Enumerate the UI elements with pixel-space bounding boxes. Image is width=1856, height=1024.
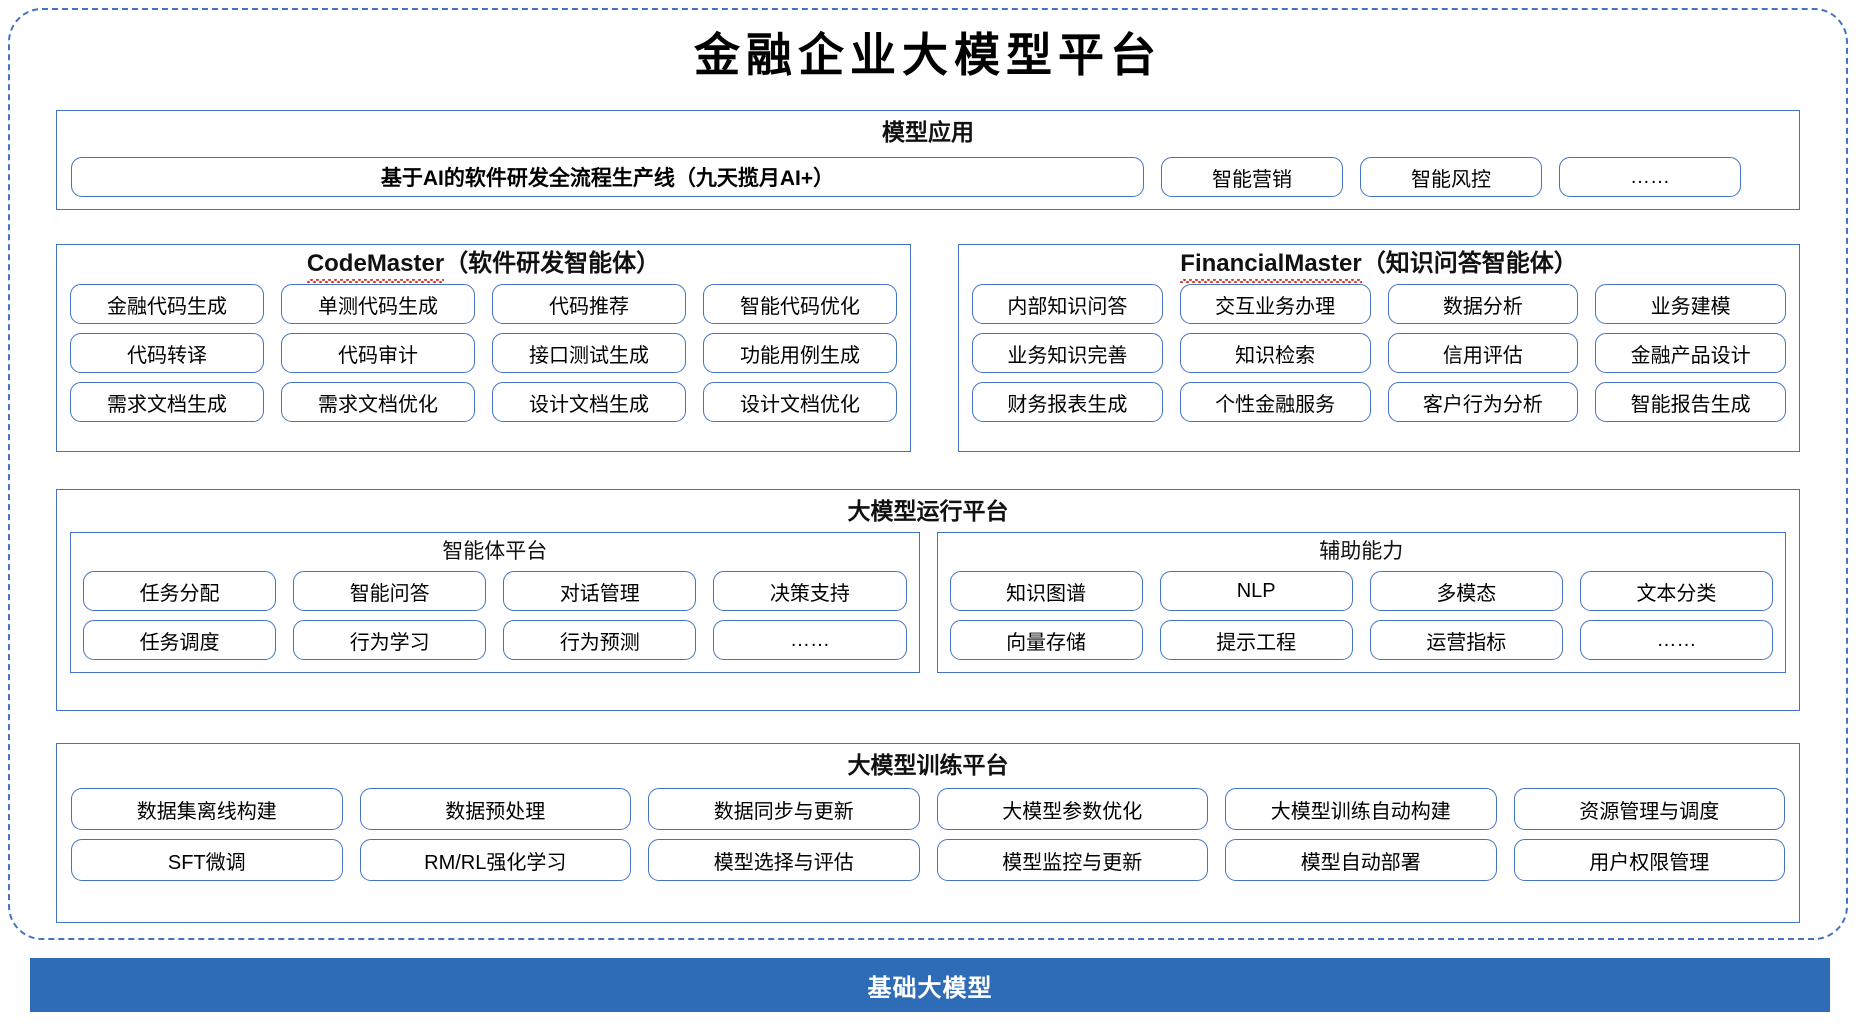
panel-pill[interactable]: 向量存储	[949, 620, 1143, 660]
training-row: 数据集离线构建 数据预处理 数据同步与更新 大模型参数优化 大模型训练自动构建 …	[71, 788, 1785, 830]
panel-row: 任务分配 智能问答 对话管理 决策支持	[83, 571, 907, 611]
agent-pill[interactable]: 个性金融服务	[1179, 382, 1371, 422]
panel-pill[interactable]: 知识图谱	[949, 571, 1143, 611]
agent-row: 业务知识完善 知识检索 信用评估 金融产品设计	[972, 333, 1786, 373]
training-pill[interactable]: 数据同步与更新	[648, 788, 920, 830]
agent-row: 需求文档生成 需求文档优化 设计文档生成 设计文档优化	[70, 382, 897, 422]
agent-pill[interactable]: 业务知识完善	[972, 333, 1163, 373]
panel-pill[interactable]: 任务调度	[83, 620, 277, 660]
agent-pill[interactable]: 金融代码生成	[70, 284, 264, 324]
agent-name-en-financialmaster: FinancialMaster	[1180, 248, 1363, 283]
footer-label: 基础大模型	[867, 974, 993, 1002]
agent-row: 代码转译 代码审计 接口测试生成 功能用例生成	[70, 333, 897, 373]
panel-pill[interactable]: 文本分类	[1579, 571, 1773, 611]
agent-pill[interactable]: 内部知识问答	[972, 284, 1163, 324]
training-pill[interactable]: 数据集离线构建	[71, 788, 343, 830]
section-title-runtime-platform: 大模型运行平台	[847, 498, 1009, 524]
app-pill-more[interactable]: ……	[1559, 157, 1741, 197]
panel-agent-platform: 智能体平台 任务分配 智能问答 对话管理 决策支持 任务调度 行为学习 行为预测…	[70, 532, 920, 673]
panel-pill-grid-auxiliary-capability: 知识图谱 NLP 多模态 文本分类 向量存储 提示工程 运营指标 ……	[949, 571, 1773, 660]
training-row: SFT微调 RM/RL强化学习 模型选择与评估 模型监控与更新 模型自动部署 用…	[71, 839, 1785, 881]
agent-pill[interactable]: 代码推荐	[492, 284, 686, 324]
section-agent-codemaster: CodeMaster（软件研发智能体） 金融代码生成 单测代码生成 代码推荐 智…	[56, 244, 911, 452]
agent-pill[interactable]: 客户行为分析	[1387, 382, 1579, 422]
agent-pill[interactable]: 单测代码生成	[281, 284, 475, 324]
agent-name-cn-codemaster: （软件研发智能体）	[444, 250, 661, 277]
agent-pill[interactable]: 数据分析	[1387, 284, 1579, 324]
runtime-panels: 智能体平台 任务分配 智能问答 对话管理 决策支持 任务调度 行为学习 行为预测…	[70, 532, 1786, 673]
panel-row: 知识图谱 NLP 多模态 文本分类	[949, 571, 1773, 611]
panel-pill[interactable]: 运营指标	[1369, 620, 1563, 660]
panel-pill[interactable]: NLP	[1159, 571, 1353, 611]
agent-pill[interactable]: 接口测试生成	[492, 333, 686, 373]
section-runtime-platform: 大模型运行平台 智能体平台 任务分配 智能问答 对话管理 决策支持 任务调度 行…	[56, 489, 1800, 711]
section-model-application: 模型应用 基于AI的软件研发全流程生产线（九天揽月AI+） 智能营销 智能风控 …	[56, 110, 1800, 210]
panel-pill-grid-agent-platform: 任务分配 智能问答 对话管理 决策支持 任务调度 行为学习 行为预测 ……	[83, 571, 907, 660]
agent-pill[interactable]: 设计文档生成	[492, 382, 686, 422]
panel-pill[interactable]: 多模态	[1369, 571, 1563, 611]
section-training-platform: 大模型训练平台 数据集离线构建 数据预处理 数据同步与更新 大模型参数优化 大模…	[56, 743, 1800, 923]
panel-row: 任务调度 行为学习 行为预测 ……	[83, 620, 907, 660]
panel-pill[interactable]: 智能问答	[293, 571, 487, 611]
panel-pill[interactable]: 决策支持	[713, 571, 907, 611]
training-pill[interactable]: 模型自动部署	[1225, 839, 1497, 881]
training-pill[interactable]: 模型选择与评估	[648, 839, 920, 881]
agent-pill[interactable]: 金融产品设计	[1595, 333, 1786, 373]
panel-pill[interactable]: 提示工程	[1159, 620, 1353, 660]
agent-title-codemaster: CodeMaster（软件研发智能体）	[57, 248, 910, 283]
training-pill[interactable]: 用户权限管理	[1513, 839, 1785, 881]
agent-pill[interactable]: 信用评估	[1387, 333, 1579, 373]
agent-body-codemaster: 金融代码生成 单测代码生成 代码推荐 智能代码优化 代码转译 代码审计 接口测试…	[70, 284, 897, 422]
section-title-model-application: 模型应用	[882, 119, 974, 145]
agent-pill[interactable]: 设计文档优化	[703, 382, 897, 422]
agent-title-financialmaster: FinancialMaster（知识问答智能体）	[959, 248, 1799, 283]
agent-pill[interactable]: 智能报告生成	[1595, 382, 1786, 422]
agent-pill-grid-financialmaster: 内部知识问答 交互业务办理 数据分析 业务建模 业务知识完善 知识检索 信用评估…	[972, 284, 1786, 422]
model-application-items: 基于AI的软件研发全流程生产线（九天揽月AI+） 智能营销 智能风控 ……	[71, 157, 1785, 197]
page-title: 金融企业大模型平台	[694, 30, 1162, 81]
panel-pill[interactable]: 行为学习	[293, 620, 487, 660]
agent-pill[interactable]: 交互业务办理	[1179, 284, 1371, 324]
panel-auxiliary-capability: 辅助能力 知识图谱 NLP 多模态 文本分类 向量存储 提示工程 运营指标 ……	[936, 532, 1786, 673]
agent-pill[interactable]: 需求文档优化	[281, 382, 475, 422]
panel-pill[interactable]: 行为预测	[503, 620, 697, 660]
agent-body-financialmaster: 内部知识问答 交互业务办理 数据分析 业务建模 业务知识完善 知识检索 信用评估…	[972, 284, 1786, 422]
app-pill-1[interactable]: 智能营销	[1161, 157, 1343, 197]
panel-title-auxiliary-capability: 辅助能力	[1319, 540, 1404, 563]
agent-name-en-codemaster: CodeMaster	[306, 248, 445, 283]
training-pill[interactable]: RM/RL强化学习	[359, 839, 631, 881]
training-pill[interactable]: SFT微调	[71, 839, 343, 881]
agent-pill[interactable]: 代码审计	[281, 333, 475, 373]
agent-pill[interactable]: 业务建模	[1595, 284, 1786, 324]
agent-name-cn-financialmaster: （知识问答智能体）	[1361, 250, 1578, 277]
agent-row: 内部知识问答 交互业务办理 数据分析 业务建模	[972, 284, 1786, 324]
training-pill[interactable]: 大模型参数优化	[936, 788, 1208, 830]
app-pill-primary[interactable]: 基于AI的软件研发全流程生产线（九天揽月AI+）	[71, 157, 1144, 197]
training-pill[interactable]: 资源管理与调度	[1513, 788, 1785, 830]
agent-row: 金融代码生成 单测代码生成 代码推荐 智能代码优化	[70, 284, 897, 324]
training-pill-grid: 数据集离线构建 数据预处理 数据同步与更新 大模型参数优化 大模型训练自动构建 …	[71, 788, 1785, 881]
panel-row: 向量存储 提示工程 运营指标 ……	[949, 620, 1773, 660]
agent-pill[interactable]: 功能用例生成	[703, 333, 897, 373]
agent-pill[interactable]: 代码转译	[70, 333, 264, 373]
panel-pill[interactable]: 任务分配	[83, 571, 277, 611]
agent-pill[interactable]: 智能代码优化	[703, 284, 897, 324]
section-title-training-platform: 大模型训练平台	[847, 752, 1009, 778]
agent-pill[interactable]: 财务报表生成	[972, 382, 1163, 422]
panel-pill[interactable]: 对话管理	[503, 571, 697, 611]
agent-pill[interactable]: 知识检索	[1179, 333, 1371, 373]
training-pill[interactable]: 数据预处理	[359, 788, 631, 830]
agent-row: 财务报表生成 个性金融服务 客户行为分析 智能报告生成	[972, 382, 1786, 422]
agent-pill[interactable]: 需求文档生成	[70, 382, 264, 422]
footer-base-model-bar: 基础大模型	[30, 958, 1830, 1012]
panel-pill-more[interactable]: ……	[1579, 620, 1773, 660]
agent-pill-grid-codemaster: 金融代码生成 单测代码生成 代码推荐 智能代码优化 代码转译 代码审计 接口测试…	[70, 284, 897, 422]
section-agent-financialmaster: FinancialMaster（知识问答智能体） 内部知识问答 交互业务办理 数…	[958, 244, 1800, 452]
app-pill-2[interactable]: 智能风控	[1360, 157, 1542, 197]
training-pill[interactable]: 大模型训练自动构建	[1225, 788, 1497, 830]
panel-pill-more[interactable]: ……	[713, 620, 907, 660]
panel-title-agent-platform: 智能体平台	[442, 540, 548, 563]
training-pill[interactable]: 模型监控与更新	[936, 839, 1208, 881]
